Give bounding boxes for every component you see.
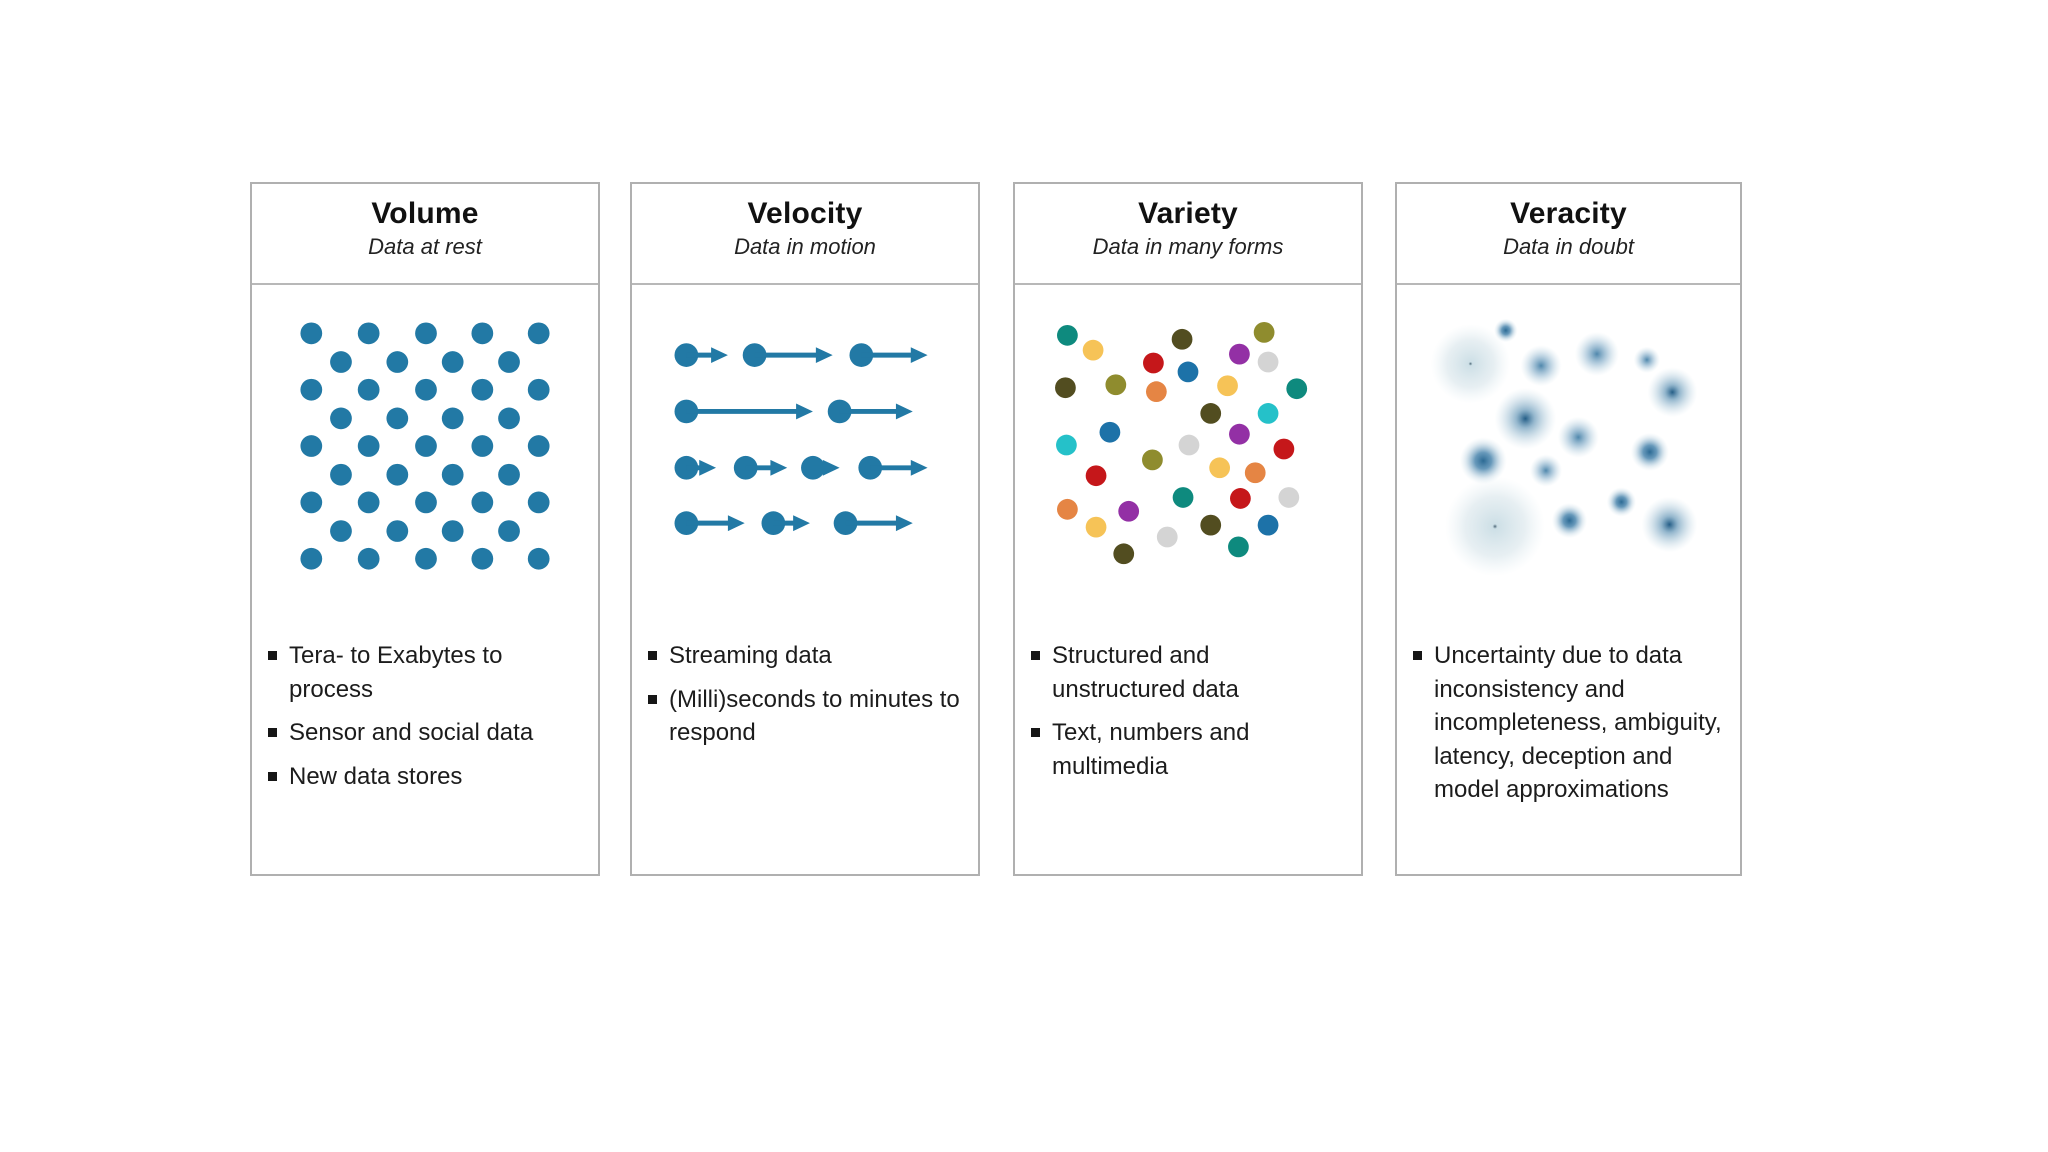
bullet-item: Streaming data (648, 639, 960, 673)
card-title: Velocity (747, 197, 863, 230)
card-veracity: Veracity Data in doubt Uncertainty due t… (1395, 182, 1742, 876)
card-veracity-header: Veracity Data in doubt (1397, 184, 1740, 285)
bullet-text: Tera- to Exabytes to process (289, 642, 503, 703)
bullet-text: Uncertainty due to data inconsistency an… (1434, 642, 1722, 804)
bullet-item: Tera- to Exabytes to process (268, 639, 580, 706)
card-subtitle: Data at rest (368, 234, 482, 259)
bullet-square-icon (268, 728, 277, 738)
bullet-text: Sensor and social data (289, 719, 534, 747)
card-variety: Variety Data in many forms Structured an… (1013, 182, 1363, 876)
bullet-list: Uncertainty due to data inconsistency an… (1397, 615, 1740, 874)
volume-dot-grid-illustration (252, 285, 598, 615)
bullet-item: New data stores (268, 760, 580, 794)
bullet-text: (Milli)seconds to minutes to respond (669, 685, 960, 747)
bullet-square-icon (648, 694, 657, 704)
bullet-list: Streaming data (Milli)seconds to minutes … (632, 615, 978, 874)
bullet-text: New data stores (289, 762, 463, 790)
bullet-item: Uncertainty due to data inconsistency an… (1413, 639, 1722, 807)
card-title: Veracity (1510, 197, 1627, 230)
velocity-arrows-illustration (632, 285, 978, 615)
bullet-text: Structured and unstructured data (1052, 642, 1239, 703)
card-velocity-header: Velocity Data in motion (632, 184, 978, 285)
bullet-item: Sensor and social data (268, 716, 580, 750)
bullet-square-icon (1031, 728, 1040, 738)
veracity-fuzzy-dots-illustration (1397, 285, 1740, 615)
card-variety-header: Variety Data in many forms (1015, 184, 1361, 285)
variety-scatter-illustration (1015, 285, 1361, 615)
bullet-square-icon (648, 651, 657, 660)
bullet-square-icon (1031, 651, 1040, 660)
bullet-text: Streaming data (669, 642, 832, 669)
bullet-item: Structured and unstructured data (1031, 639, 1343, 706)
bullet-square-icon (268, 651, 277, 660)
bullet-square-icon (268, 771, 277, 781)
bullet-item: (Milli)seconds to minutes to respond (648, 683, 960, 750)
card-volume: Volume Data at rest Tera- to Exabytes to… (250, 182, 600, 876)
card-subtitle: Data in many forms (1092, 234, 1284, 259)
card-velocity: Velocity Data in motion Streaming data (M… (630, 182, 980, 876)
card-title: Volume (371, 197, 479, 230)
card-title: Variety (1138, 197, 1238, 230)
card-volume-header: Volume Data at rest (252, 184, 598, 285)
bullet-item: Text, numbers and multimedia (1031, 716, 1343, 783)
bullet-square-icon (1413, 651, 1422, 660)
card-subtitle: Data in doubt (1503, 234, 1634, 259)
bullet-text: Text, numbers and multimedia (1052, 719, 1250, 780)
card-subtitle: Data in motion (734, 234, 876, 259)
